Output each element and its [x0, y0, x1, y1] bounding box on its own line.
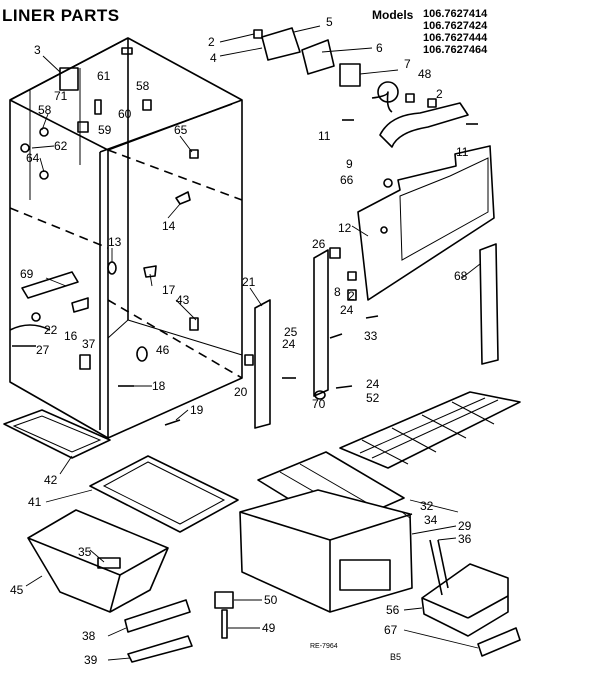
- callout-56: 56: [386, 603, 400, 617]
- callout-65: 65: [174, 123, 188, 137]
- callout-66: 66: [340, 173, 354, 187]
- callout-42: 42: [44, 473, 58, 487]
- door-bin: [421, 539, 521, 657]
- callout-3: 3: [34, 43, 41, 57]
- callout-6: 6: [376, 41, 383, 55]
- callout-45: 45: [10, 583, 24, 597]
- callout-11: 11: [456, 145, 469, 159]
- left-side-parts: [9, 271, 91, 370]
- meat-pan: [27, 509, 169, 613]
- callout-17: 17: [162, 283, 176, 297]
- crisper-drawer: [239, 451, 413, 613]
- meat-pan-cover: [89, 455, 239, 533]
- callout-27: 27: [36, 343, 50, 357]
- callout-16: 16: [64, 329, 78, 343]
- callout-46: 46: [156, 343, 170, 357]
- callout-11: 11: [318, 129, 331, 143]
- liner-cabinet: [9, 37, 243, 439]
- callout-24: 24: [282, 337, 296, 351]
- callout-58: 58: [136, 79, 150, 93]
- model-number: 106.7627444: [423, 32, 488, 44]
- reference-code: RE-7964: [310, 643, 338, 650]
- cabinet-hardware: [20, 47, 199, 426]
- callout-59: 59: [98, 123, 112, 137]
- page-code: B5: [390, 652, 402, 662]
- callout-35: 35: [78, 545, 92, 559]
- diagram-title: LINER PARTS: [2, 6, 120, 25]
- callout-33: 33: [364, 329, 378, 343]
- callout-60: 60: [118, 107, 132, 121]
- callout-2: 2: [348, 289, 355, 303]
- callout-9: 9: [346, 157, 353, 171]
- callout-50: 50: [264, 593, 278, 607]
- callout-49: 49: [262, 621, 276, 635]
- callout-41: 41: [28, 495, 42, 509]
- callout-67: 67: [384, 623, 398, 637]
- drain-parts: [214, 591, 234, 639]
- callout-71: 71: [54, 89, 68, 103]
- callout-labels: 2 4 5 6 7 48 2 3 61 71 58 58 60 59 62 64…: [10, 15, 472, 667]
- callout-18: 18: [152, 379, 166, 393]
- wire-shelf: [339, 391, 521, 469]
- callout-19: 19: [190, 403, 204, 417]
- model-number: 106.7627414: [423, 8, 488, 20]
- callout-4: 4: [210, 51, 217, 65]
- callout-14: 14: [162, 219, 176, 233]
- callout-21: 21: [242, 275, 256, 289]
- callout-26: 26: [312, 237, 326, 251]
- callout-43: 43: [176, 293, 190, 307]
- callout-62: 62: [54, 139, 68, 153]
- models-label: Models: [372, 8, 414, 22]
- callout-8: 8: [334, 285, 341, 299]
- callout-61: 61: [97, 69, 111, 83]
- callout-68: 68: [454, 269, 468, 283]
- callout-58: 58: [38, 103, 52, 117]
- callout-12: 12: [338, 221, 352, 235]
- model-number: 106.7627424: [423, 20, 488, 32]
- callout-29: 29: [458, 519, 472, 533]
- callout-34: 34: [424, 513, 438, 527]
- bottom-trims: [124, 599, 193, 663]
- model-number: 106.7627464: [423, 44, 488, 56]
- callout-7: 7: [404, 57, 411, 71]
- callout-13: 13: [108, 235, 122, 249]
- evaporator-cover-panel: [357, 145, 495, 301]
- callout-25: 25: [284, 325, 298, 339]
- drip-tray: [3, 409, 111, 459]
- callout-22: 22: [44, 323, 58, 337]
- callout-24: 24: [340, 303, 354, 317]
- callout-39: 39: [84, 653, 98, 667]
- callout-70: 70: [312, 397, 326, 411]
- callout-64: 64: [26, 151, 40, 165]
- callout-69: 69: [20, 267, 34, 281]
- callout-38: 38: [82, 629, 96, 643]
- top-fan-parts: [253, 27, 478, 188]
- callout-20: 20: [234, 385, 248, 399]
- callout-52: 52: [366, 391, 380, 405]
- callout-37: 37: [82, 337, 96, 351]
- callout-36: 36: [458, 532, 472, 546]
- callout-24: 24: [366, 377, 380, 391]
- callout-32: 32: [420, 499, 434, 513]
- callout-2: 2: [436, 87, 443, 101]
- leader-lines: [25, 25, 481, 661]
- shelf-rails: [244, 243, 499, 429]
- callout-2: 2: [208, 35, 215, 49]
- callout-48: 48: [418, 67, 432, 81]
- callout-5: 5: [326, 15, 333, 29]
